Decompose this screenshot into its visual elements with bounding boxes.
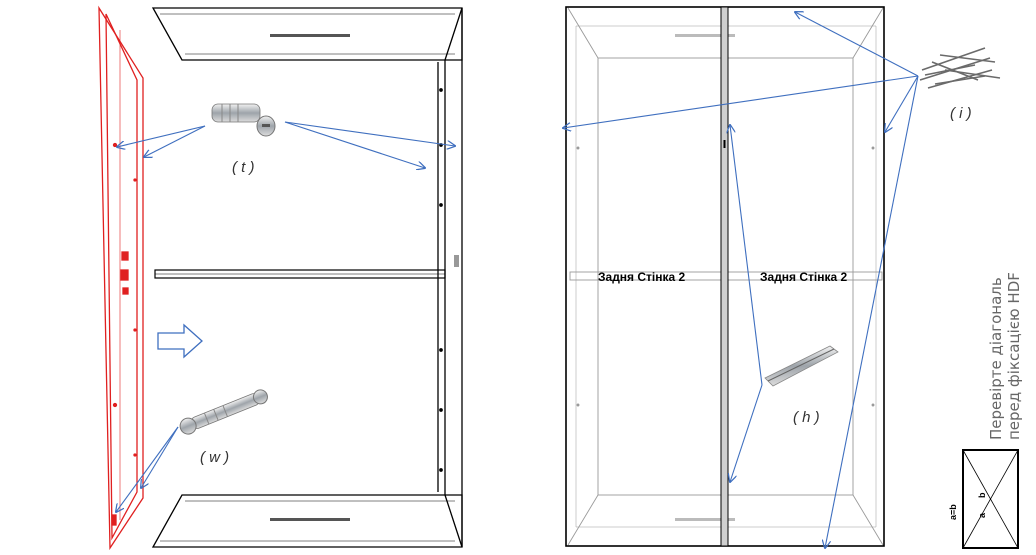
hardware-label-i: ( i ) xyxy=(950,105,972,122)
side-panel-red xyxy=(98,5,144,551)
back-panel-label-left: Задня Стінка 2 xyxy=(598,270,686,284)
left-assembly: ( t ) ( w ) xyxy=(98,5,463,551)
diagonal-check-hint: Перевірте діагональ перед фіксацією HDF xyxy=(987,272,1023,440)
eq-label: a=b xyxy=(948,504,958,520)
h-profile-icon xyxy=(764,345,839,387)
center-divider xyxy=(720,6,729,547)
top-panel xyxy=(151,7,463,61)
hint-line-2: перед фіксацією HDF xyxy=(1005,272,1023,440)
cam-bolt-icon xyxy=(211,103,276,137)
bottom-panel xyxy=(151,494,463,548)
hardware-label-t: ( t ) xyxy=(232,159,255,176)
back-panel-label-right: Задня Стінка 2 xyxy=(760,270,848,284)
right-arrows xyxy=(563,12,919,548)
hint-line-1: Перевірте діагональ xyxy=(987,277,1005,440)
diag-label-b: b xyxy=(977,492,987,498)
right-side-panel xyxy=(437,7,463,548)
right-assembly: Задня Стінка 2 Задня Стінка 2 ( i ) ( h … xyxy=(563,6,1023,549)
hardware-label-h: ( h ) xyxy=(793,409,820,426)
hardware-label-w: ( w ) xyxy=(200,449,229,466)
left-arrows xyxy=(116,121,455,512)
diag-label-a: a xyxy=(977,512,987,518)
connector-bolt-icon xyxy=(179,389,268,435)
diagonal-check-icon xyxy=(962,449,1019,549)
direction-arrow-icon xyxy=(157,323,203,359)
nails-icon xyxy=(919,47,1001,89)
shelf xyxy=(154,269,446,279)
